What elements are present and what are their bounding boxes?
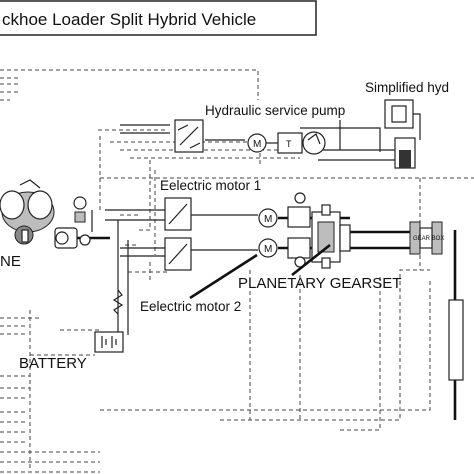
simplified-hyd-label: Simplified hyd (365, 80, 449, 95)
gearbox-label: GEAR BOX (413, 236, 444, 242)
hydraulic-pump-motor: M T (247, 131, 326, 155)
planetary-label: PLANETARY GEARSET (238, 275, 401, 292)
motor1-label: Eelectric motor 1 (160, 178, 261, 193)
battery-label: BATTERY (19, 355, 87, 372)
hydraulic-pump-label: Hydraulic service pump (205, 103, 345, 118)
drive-shafts (60, 216, 457, 420)
simplified-hydraulics (384, 99, 421, 169)
diagram-title: ckhoe Loader Split Hybrid Vehicle (2, 10, 256, 29)
gear-box (409, 221, 443, 255)
svg-text:T: T (286, 139, 292, 149)
engine-label: NE (0, 253, 21, 270)
title-box (0, 0, 317, 36)
svg-text:M: M (264, 244, 272, 255)
wheel (448, 299, 464, 381)
motor2-leader (189, 253, 258, 300)
battery (94, 289, 124, 353)
electric-motor-2: M (258, 237, 311, 268)
electric-motor-1: M (258, 192, 311, 228)
motor2-label: Eelectric motor 2 (140, 299, 241, 314)
engine-sensor (73, 196, 91, 246)
svg-text:M: M (264, 214, 272, 225)
engine (0, 179, 78, 249)
planetary-leader (291, 243, 331, 277)
control-wiring (0, 69, 474, 473)
power-lines (60, 120, 400, 335)
svg-text:M: M (253, 139, 261, 150)
converter-2 (164, 237, 192, 271)
planetary-gearset (311, 204, 351, 269)
converter-1 (164, 197, 192, 231)
hydraulic-converter (174, 119, 204, 153)
